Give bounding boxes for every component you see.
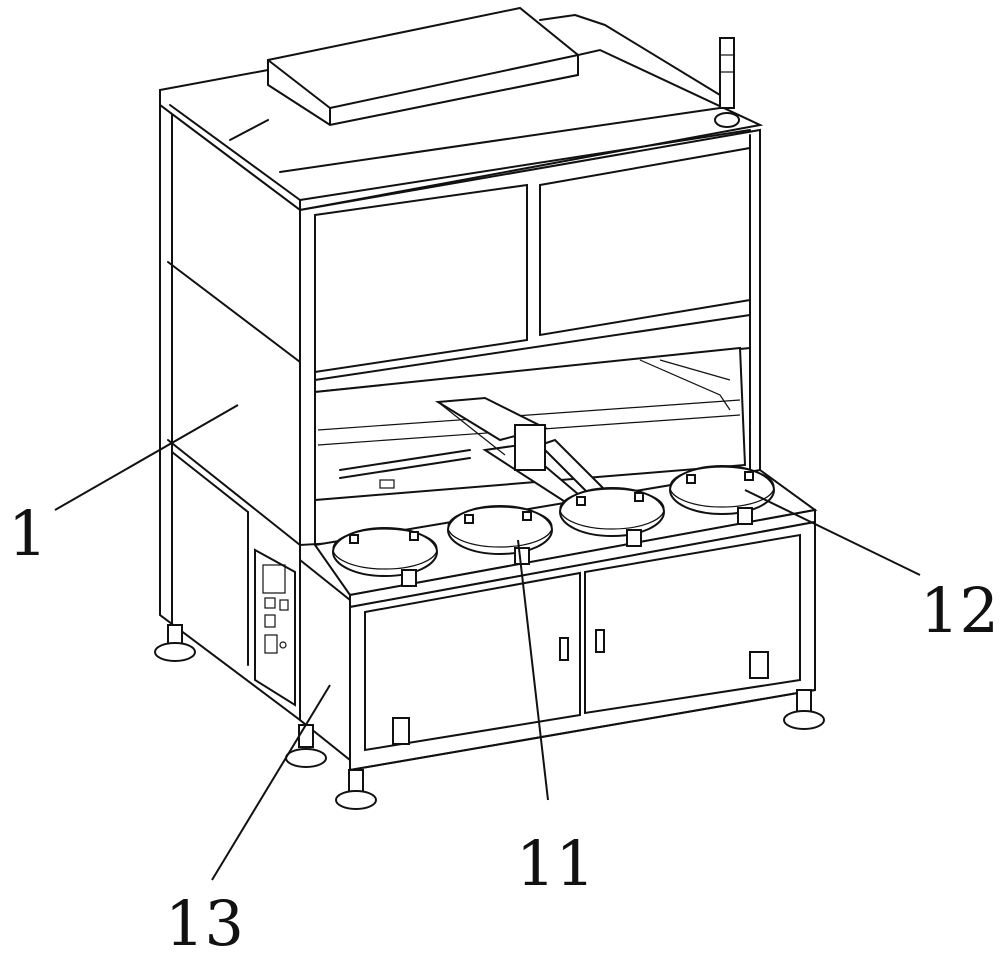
foot-front: [336, 770, 376, 809]
leader-13: [212, 685, 330, 880]
callout-12: 12: [920, 574, 999, 647]
callout-13: 13: [165, 887, 244, 955]
callout-1: 1: [8, 497, 47, 570]
foot-right: [784, 690, 824, 729]
control-panel: [255, 550, 295, 705]
callout-11: 11: [516, 827, 595, 900]
